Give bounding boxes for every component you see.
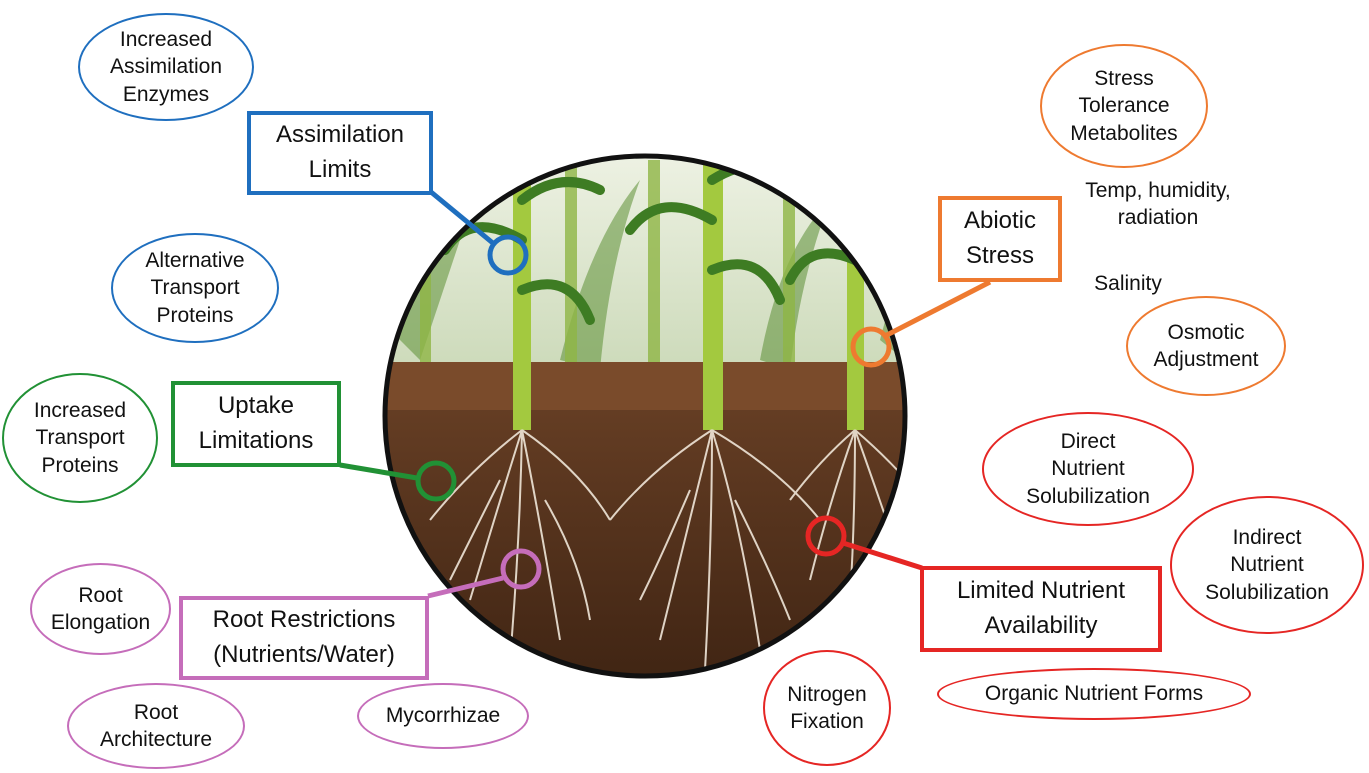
corn-field-with-roots-image [385,156,905,676]
root-architecture-oval: Root Architecture [67,683,245,769]
stress-tolerance-metabolites-oval: Stress Tolerance Metabolites [1040,44,1208,168]
osmotic-adjustment-oval: Osmotic Adjustment [1126,296,1286,396]
uptake-connector [339,462,418,481]
uptake-marker [415,460,457,502]
uptake-limitations-box: Uptake Limitations [171,381,341,467]
nitrogen-fixation-oval: Nitrogen Fixation [763,650,891,766]
indirect-nutrient-solubilization-oval: Indirect Nutrient Solubilization [1170,496,1364,634]
nutrient-marker [805,515,847,557]
salinity-label: Salinity [1094,272,1162,296]
root-elongation-oval: Root Elongation [30,563,171,655]
mycorrhizae-oval: Mycorrhizae [357,683,529,749]
assimilation-marker [487,234,529,276]
soil-band [385,368,905,676]
root-restrictions-box: Root Restrictions (Nutrients/Water) [179,596,429,680]
root-system [429,429,905,671]
root-restrictions-marker [500,548,542,590]
abiotic-marker [850,326,892,368]
abiotic-stress-box: Abiotic Stress [938,196,1062,282]
topsoil-band [385,362,905,410]
temp-humidity-radiation-label: Temp, humidity, radiation [1085,178,1231,229]
center-image-frame [382,153,908,679]
root-restrictions-connector [427,575,504,599]
increased-transport-proteins-oval: Increased Transport Proteins [2,373,158,503]
limited-nutrient-availability-box: Limited Nutrient Availability [920,566,1162,652]
alternative-transport-proteins-oval: Alternative Transport Proteins [111,233,279,343]
connectors [339,190,992,599]
direct-nutrient-solubilization-oval: Direct Nutrient Solubilization [982,412,1194,526]
assimilation-limits-box: Assimilation Limits [247,111,433,195]
abiotic-connector [881,279,992,340]
nutrient-connector [842,540,923,571]
increased-assimilation-enzymes-oval: Increased Assimilation Enzymes [78,13,254,121]
assimilation-connector [429,190,496,246]
organic-nutrient-forms-oval: Organic Nutrient Forms [937,668,1251,720]
